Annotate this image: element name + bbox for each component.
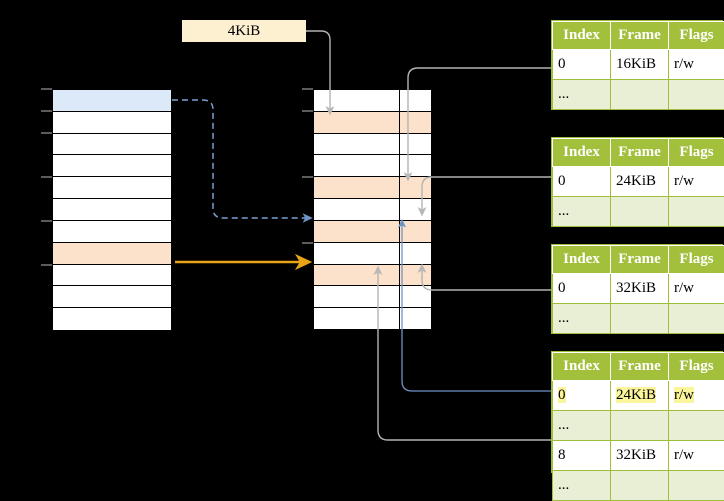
virtual-row-row-2 — [53, 112, 171, 134]
physical-row-row-1 — [314, 90, 431, 112]
physical-row-row-9 — [314, 265, 431, 287]
page-table-level-2-cell-flags: r/w — [669, 167, 724, 197]
highlighted-value: 0 — [558, 387, 566, 403]
page-table-level-4-cell-frame: 24KiB — [611, 381, 669, 411]
virtual-row-row-5 — [53, 177, 171, 199]
virtual-row-row-6 — [53, 199, 171, 221]
virtual-row-row-3 — [53, 134, 171, 156]
page-table-level-1-header-flags: Flags — [669, 22, 724, 50]
page-table-level-4-cell-index: ... — [553, 411, 611, 441]
page-table-level-4-row: 0 24KiB r/w — [553, 381, 724, 411]
page-table-level-4-cell-flags — [669, 471, 724, 501]
physical-row-row-5 — [314, 177, 431, 199]
callout-4kib-label: 4KiB — [228, 23, 261, 39]
page-table-level-2-cell-frame: 24KiB — [611, 167, 669, 197]
page-table-level-2-cell-index: ... — [553, 197, 611, 227]
page-table-level-4-cell-index: 0 — [553, 381, 611, 411]
page-table-level-3-header-frame: Frame — [611, 246, 669, 274]
page-table-level-2-header-frame: Frame — [611, 139, 669, 167]
page-table-level-1-cell-flags — [669, 80, 724, 110]
wire-virtual-to-physical-dashed — [172, 100, 308, 218]
page-table-level-2-cell-index: 0 — [553, 167, 611, 197]
page-table-level-4-cell-frame — [611, 471, 669, 501]
physical-row-row-4 — [314, 155, 431, 177]
virtual-row-row-1 — [53, 90, 171, 112]
physical-row-row-3 — [314, 134, 431, 156]
virtual-address-space-column — [52, 89, 172, 331]
page-table-level-4-row: ... — [553, 411, 724, 441]
wire-table3-to-middle-row-9 — [422, 268, 551, 290]
page-table-level-3-cell-flags: r/w — [669, 274, 724, 304]
virtual-row-row-4 — [53, 155, 171, 177]
physical-row-row-10 — [314, 286, 431, 308]
page-table-level-2-header-index: Index — [553, 139, 611, 167]
virtual-row-row-10 — [53, 286, 171, 308]
page-table-level-4-header-frame: Frame — [611, 353, 669, 381]
callout-4kib: 4KiB — [182, 20, 306, 42]
page-table-level-3-row: ... — [553, 304, 724, 334]
page-table-level-1-header-frame: Frame — [611, 22, 669, 50]
page-table-level-1-row: ... — [553, 80, 724, 110]
physical-memory-divider — [399, 90, 400, 330]
physical-row-row-2 — [314, 112, 431, 134]
page-table-level-1-cell-index: ... — [553, 80, 611, 110]
page-table-level-4-cell-frame: 32KiB — [611, 441, 669, 471]
page-table-level-4-row: ... — [553, 471, 724, 501]
wire-table2-to-middle-row-7 — [422, 177, 551, 212]
page-table-level-1-cell-frame: 16KiB — [611, 50, 669, 80]
page-table-level-3-header-flags: Flags — [669, 246, 724, 274]
page-table-level-2-header-flags: Flags — [669, 139, 724, 167]
page-table-level-4-cell-index: 8 — [553, 441, 611, 471]
page-table-level-3-cell-frame: 32KiB — [611, 274, 669, 304]
physical-row-row-11 — [314, 308, 431, 330]
physical-memory-column — [313, 89, 432, 331]
page-table-level-2-row: ... — [553, 197, 724, 227]
page-table-level-1-cell-flags: r/w — [669, 50, 724, 80]
highlighted-value: 24KiB — [616, 387, 656, 403]
page-table-level-3-header-index: Index — [553, 246, 611, 274]
page-table-level-1-cell-frame — [611, 80, 669, 110]
page-table-level-3-cell-index: 0 — [553, 274, 611, 304]
virtual-row-row-11 — [53, 308, 171, 330]
page-table-level-2-cell-frame — [611, 197, 669, 227]
virtual-row-row-8 — [53, 243, 171, 265]
virtual-row-row-9 — [53, 265, 171, 287]
physical-row-row-7 — [314, 221, 431, 243]
page-table-level-1-cell-index: 0 — [553, 50, 611, 80]
page-table-level-4-cell-frame — [611, 411, 669, 441]
page-table-level-4-cell-flags: r/w — [669, 381, 724, 411]
virtual-row-row-7 — [53, 221, 171, 243]
page-table-level-1-header-index: Index — [553, 22, 611, 50]
page-table-level-3-cell-index: ... — [553, 304, 611, 334]
page-table-level-4-header-index: Index — [553, 353, 611, 381]
highlighted-value: r/w — [674, 387, 694, 403]
page-table-level-3-cell-flags — [669, 304, 724, 334]
page-table-level-4-cell-flags: r/w — [669, 441, 724, 471]
page-table-level-3-cell-frame — [611, 304, 669, 334]
page-table-level-2-cell-flags — [669, 197, 724, 227]
physical-row-row-8 — [314, 243, 431, 265]
physical-row-row-6 — [314, 199, 431, 221]
page-table-level-4-header-flags: Flags — [669, 353, 724, 381]
page-table-level-4-cell-flags — [669, 411, 724, 441]
page-table-level-4-cell-index: ... — [553, 471, 611, 501]
